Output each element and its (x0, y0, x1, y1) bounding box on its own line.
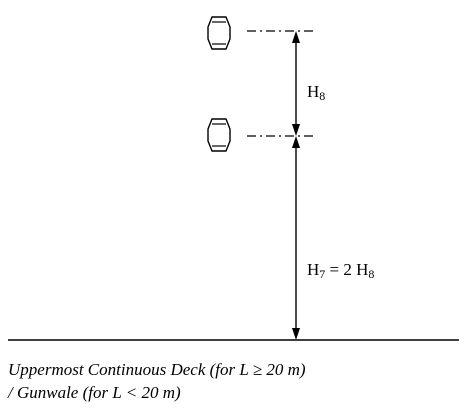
h8-label-subscript: 8 (319, 89, 326, 103)
h7-label-rhs-subscript: 8 (368, 267, 375, 281)
upper-masthead-light-icon (207, 16, 231, 50)
h7-label-base: H (307, 260, 320, 279)
h7-label-equals: = 2 H (325, 260, 369, 279)
h8-dimension-arrow-icon (292, 31, 300, 136)
h8-label: H8 (307, 82, 325, 102)
h8-label-base: H (307, 82, 320, 101)
h7-label: H7 = 2 H8 (307, 260, 374, 280)
h7-dimension-arrow-icon (292, 136, 300, 340)
h7-label-subscript: 7 (319, 267, 326, 281)
lower-masthead-light-icon (207, 118, 231, 152)
caption-line-2: / Gunwale (for L < 20 m) (8, 383, 181, 402)
caption-line-1: Uppermost Continuous Deck (for L ≥ 20 m) (8, 360, 306, 379)
